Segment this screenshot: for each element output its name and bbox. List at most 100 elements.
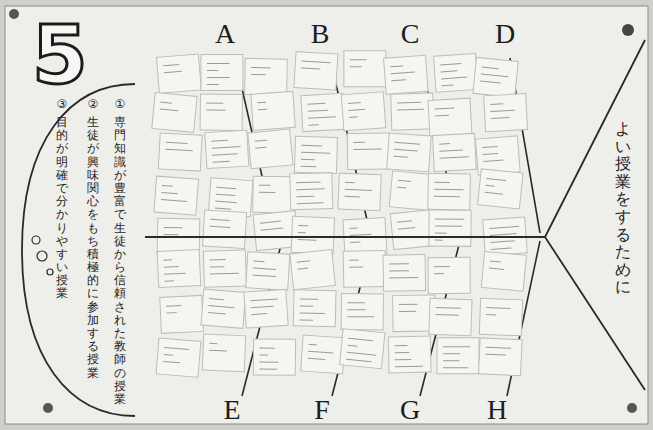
note-scribble xyxy=(486,347,511,348)
note-paper xyxy=(152,93,197,133)
note-scribble xyxy=(216,194,236,195)
item-number: ① xyxy=(114,98,126,111)
note-scribble xyxy=(491,117,510,118)
note-paper xyxy=(203,250,246,287)
sticky-note xyxy=(202,334,245,372)
note-scribble xyxy=(209,343,217,344)
note-scribble xyxy=(485,192,503,194)
note-scribble xyxy=(251,314,267,315)
note-scribble xyxy=(399,304,418,305)
note-scribble xyxy=(491,110,515,111)
note-paper xyxy=(479,338,523,376)
note-scribble xyxy=(298,239,317,241)
note-scribble xyxy=(251,306,274,307)
note-scribble xyxy=(251,67,271,68)
note-scribble xyxy=(250,299,278,301)
note-scribble xyxy=(350,66,362,67)
note-paper xyxy=(301,93,345,131)
note-scribble xyxy=(397,102,421,104)
note-paper xyxy=(294,52,338,90)
sticky-note xyxy=(246,252,290,290)
sticky-note xyxy=(434,53,478,92)
note-scribble xyxy=(397,221,412,222)
note-scribble xyxy=(160,109,179,111)
note-scribble xyxy=(301,166,317,167)
note-scribble xyxy=(207,77,230,78)
note-scribble xyxy=(215,201,236,203)
note-scribble xyxy=(483,160,503,162)
bubble xyxy=(32,236,40,244)
note-scribble xyxy=(300,298,318,299)
item-number: ③ xyxy=(56,98,68,111)
note-paper xyxy=(301,335,345,374)
note-scribble xyxy=(307,103,325,104)
note-paper xyxy=(294,136,337,173)
note-paper xyxy=(391,93,434,130)
note-scribble xyxy=(344,196,360,198)
note-scribble xyxy=(394,149,418,151)
note-scribble xyxy=(259,369,277,370)
note-scribble xyxy=(211,140,227,142)
note-scribble xyxy=(434,196,460,197)
note-scribble xyxy=(489,226,519,228)
note-scribble xyxy=(439,150,463,151)
sticky-note xyxy=(344,51,386,87)
sticky-note xyxy=(301,93,345,131)
note-scribble xyxy=(164,347,189,349)
sticky-note xyxy=(479,298,522,336)
note-paper xyxy=(200,94,242,130)
note-scribble xyxy=(164,266,179,268)
rib-letter: D xyxy=(495,18,515,50)
sticky-note xyxy=(479,338,523,376)
note-paper xyxy=(479,298,522,336)
fishbone-item: 専門知識が豊富で生徒から信頼された教師の授業 xyxy=(114,116,126,406)
note-scribble xyxy=(390,65,403,67)
note-scribble xyxy=(347,316,374,317)
note-paper xyxy=(290,173,333,210)
note-scribble xyxy=(482,67,499,69)
note-scribble xyxy=(255,147,266,148)
rib-letter: A xyxy=(215,18,235,50)
note-scribble xyxy=(163,361,180,362)
note-scribble xyxy=(435,240,443,241)
sticky-note xyxy=(203,210,247,249)
note-scribble xyxy=(210,259,226,260)
sticky-note xyxy=(391,93,434,130)
note-scribble xyxy=(161,200,187,202)
note-paper xyxy=(157,54,202,93)
note-scribble xyxy=(434,182,450,183)
sticky-note xyxy=(481,252,526,292)
note-scribble xyxy=(345,189,373,190)
note-scribble xyxy=(206,103,223,104)
note-paper xyxy=(290,250,336,290)
note-scribble xyxy=(436,314,459,316)
note-scribble xyxy=(210,219,229,220)
note-scribble xyxy=(397,109,424,111)
note-paper xyxy=(251,91,295,130)
note-scribble xyxy=(299,319,313,320)
sticky-note xyxy=(428,98,472,136)
note-scribble xyxy=(443,367,468,368)
sticky-note xyxy=(428,173,471,210)
note-scribble xyxy=(215,208,231,209)
note-paper xyxy=(253,339,295,375)
note-scribble xyxy=(483,153,498,154)
note-scribble xyxy=(345,182,355,183)
sticky-note xyxy=(244,289,288,328)
note-scribble xyxy=(210,273,239,275)
note-scribble xyxy=(257,102,266,104)
note-paper xyxy=(203,210,247,249)
note-scribble xyxy=(209,299,224,300)
note-scribble xyxy=(395,352,410,353)
note-scribble xyxy=(296,188,324,190)
note-scribble xyxy=(441,71,458,72)
sticky-note xyxy=(294,52,338,90)
note-paper xyxy=(245,58,288,95)
note-scribble xyxy=(436,307,461,309)
note-scribble xyxy=(301,159,315,160)
note-paper xyxy=(158,133,202,171)
note-scribble xyxy=(349,259,358,260)
note-scribble xyxy=(434,108,454,109)
note-scribble xyxy=(486,307,510,309)
outline-stroke xyxy=(22,84,135,416)
